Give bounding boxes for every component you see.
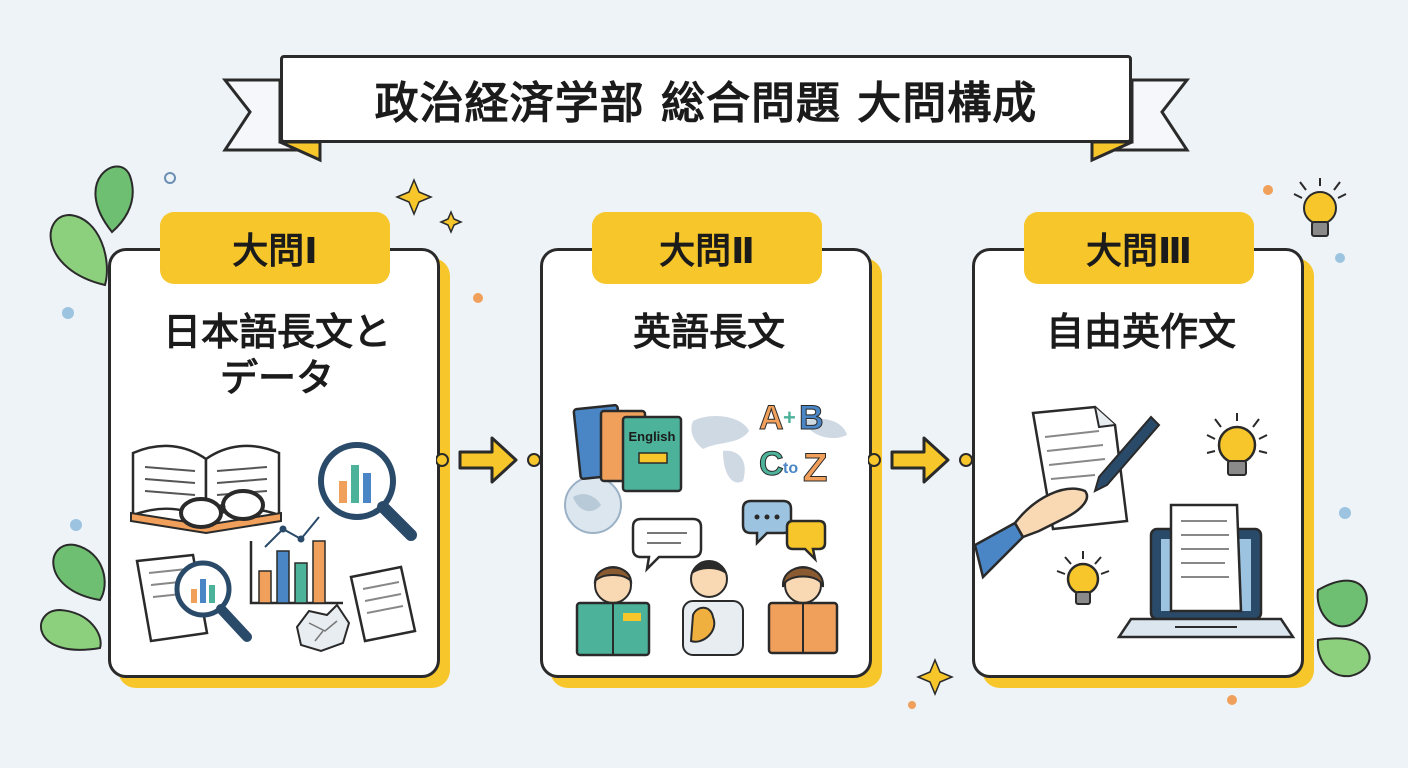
section-label-3: 大問Ⅲ (1024, 212, 1254, 284)
card-heading: 日本語長文と データ (111, 309, 443, 401)
bar-chart-icon (249, 516, 343, 605)
card-body: 日本語長文と データ (108, 248, 440, 678)
section-label-2: 大問Ⅱ (592, 212, 822, 284)
section-label-1: 大問Ⅰ (160, 212, 390, 284)
card-section-3: 自由英作文 (972, 248, 1314, 688)
magnifier-chart-icon (318, 442, 417, 541)
flow-arrow-1 (436, 436, 540, 484)
sparkle-icon (395, 178, 954, 696)
document-icon (135, 553, 252, 643)
letter-z: Z (803, 446, 827, 490)
speech-bubble-icon (631, 499, 827, 573)
page-title: 政治経済学部 総合問題 大問構成 (374, 78, 1038, 129)
alphabet-letters: A + B C to Z (759, 401, 828, 491)
card-heading: 英語長文 (543, 309, 875, 355)
card-heading: 自由英作文 (975, 309, 1307, 355)
card-section-1: 日本語長文と データ (108, 248, 450, 688)
flow-arrow-2 (868, 436, 972, 484)
book-cover-text: English (629, 429, 676, 444)
title-banner: 政治経済学部 総合問題 大問構成 (0, 0, 1408, 180)
lightbulb-icon (1206, 413, 1268, 476)
section-1-illustration (130, 442, 417, 653)
letter-plus: + (783, 405, 796, 430)
card-heading-line: データ (219, 356, 334, 400)
lightbulb-icon (1056, 551, 1110, 605)
card-heading-line: 自由英作文 (1045, 310, 1236, 354)
lightbulb-icon (1293, 178, 1347, 237)
card-heading-line: 日本語長文と (162, 310, 391, 354)
card-section-2: 英語長文 English (540, 248, 882, 688)
card-body: 英語長文 English (540, 248, 872, 678)
leaf-icon (1316, 579, 1371, 678)
letter-c: C (759, 445, 784, 483)
banner-ribbon (221, 78, 1191, 163)
books-icon: English (572, 403, 683, 493)
section-3-illustration (975, 405, 1296, 639)
world-map-icon (564, 416, 847, 534)
student-reading-icon (575, 566, 651, 657)
laptop-icon (1116, 503, 1296, 639)
section-2-illustration: English A + B C to Z (564, 401, 847, 657)
card-heading-line: 英語長文 (632, 310, 785, 354)
leaf-icon (39, 165, 134, 651)
crumpled-paper-icon (295, 565, 417, 653)
document-pen-icon (975, 405, 1161, 580)
student-reading-icon (682, 560, 744, 656)
banner-box: 政治経済学部 総合問題 大問構成 (280, 55, 1132, 143)
letter-b: B (799, 401, 824, 437)
letter-to: to (783, 460, 798, 477)
student-reading-icon (767, 566, 839, 655)
glasses-icon (179, 489, 265, 529)
letter-a: A (759, 401, 784, 437)
card-body: 自由英作文 (972, 248, 1304, 678)
